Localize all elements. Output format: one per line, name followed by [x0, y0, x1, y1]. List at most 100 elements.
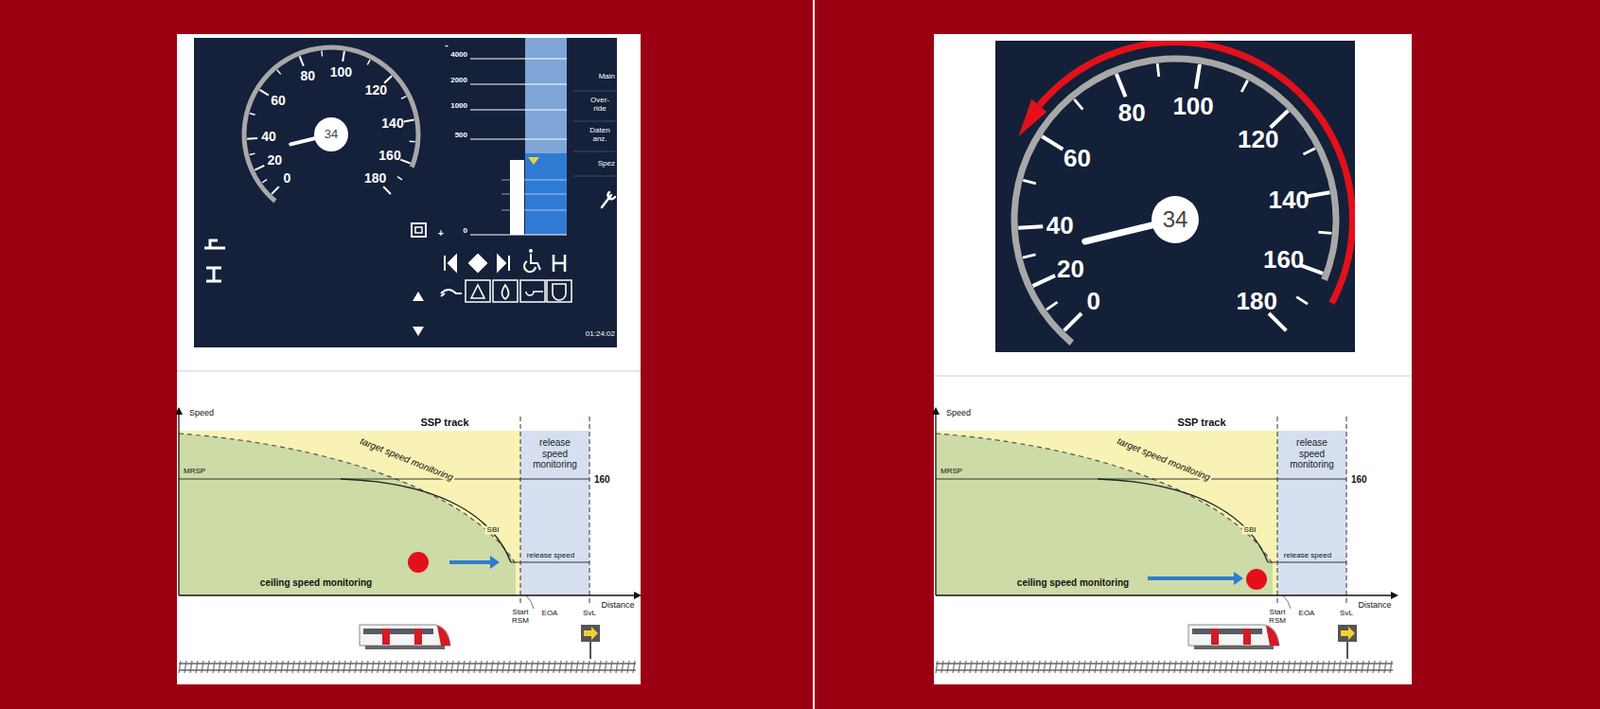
track-sleeper — [298, 660, 300, 673]
motion-arrow — [449, 560, 493, 564]
white-card — [176, 34, 641, 685]
track-sleeper — [457, 660, 459, 673]
train-door — [414, 628, 422, 645]
button-label: Daten anz. — [585, 126, 615, 144]
distance-line — [470, 57, 567, 59]
track-sleeper — [1020, 660, 1023, 673]
gauge-tick — [299, 55, 304, 66]
marker-label: SvL — [582, 609, 597, 618]
target-distance-bar — [509, 159, 525, 235]
track-sleeper — [1123, 660, 1126, 673]
gauge-tick — [1157, 63, 1160, 77]
track-sleeper — [593, 660, 596, 673]
track-sleeper — [496, 660, 499, 673]
speed-digital-circle: 34 — [314, 117, 349, 152]
track-sleeper — [462, 660, 465, 673]
gauge-photo — [995, 40, 1355, 352]
track-sleeper — [564, 660, 567, 673]
track-sleeper — [1140, 660, 1143, 673]
door-left-icon — [444, 255, 457, 271]
train-nose — [1265, 625, 1280, 646]
speed-digital-circle: 34 — [1151, 195, 1199, 244]
gauge-tick — [249, 113, 256, 116]
gauge-number: 180 — [364, 171, 387, 186]
track-sleeper — [992, 660, 995, 673]
gauge-tick — [1022, 179, 1037, 184]
train-windows — [1192, 628, 1263, 634]
screen-ground — [193, 37, 617, 348]
track-sleeper — [281, 660, 283, 673]
gauge-tick — [1033, 275, 1056, 286]
track-sleeper — [252, 660, 255, 673]
gauge-number: 80 — [299, 69, 316, 84]
distance-line — [470, 138, 567, 140]
track-sleeper — [337, 660, 340, 673]
planning-area — [525, 37, 567, 154]
track-sleeper — [485, 660, 488, 673]
gauge-tick — [1046, 301, 1057, 310]
track-sleeper — [547, 660, 550, 673]
marker-label: EOA — [1299, 609, 1316, 618]
track-sleeper — [1145, 660, 1148, 673]
door-both-icon — [469, 253, 487, 273]
track-sleeper — [1367, 660, 1370, 673]
gauge-tick — [260, 89, 269, 96]
track-sleeper — [1265, 660, 1267, 673]
marker-label: Start RSM — [507, 608, 534, 626]
track-sleeper — [1242, 660, 1245, 673]
speed-direction-arc — [1038, 41, 1353, 303]
train-door — [1243, 628, 1251, 645]
gauge-tick — [400, 159, 410, 164]
track-sleeper — [553, 660, 556, 673]
gauge-tick — [1241, 80, 1248, 92]
door-right-icon — [497, 255, 510, 271]
marker-line — [1346, 416, 1348, 604]
train-nose — [437, 625, 451, 646]
axis-label: Speed — [189, 408, 214, 419]
track-sleeper — [604, 660, 607, 673]
release-speed-band: release speed monitoring — [520, 430, 590, 596]
train-door — [382, 628, 390, 645]
distance-line — [470, 83, 567, 85]
signal-arrow — [583, 626, 598, 640]
track-sleeper — [207, 660, 210, 673]
track-sleeper — [986, 660, 989, 673]
gauge-number: 100 — [330, 65, 352, 80]
train-windows — [363, 628, 434, 634]
track-sleeper — [1355, 660, 1358, 673]
distance-scale: 4000 — [450, 51, 468, 60]
track-sleeper — [349, 660, 352, 673]
speed-distance-chart — [175, 406, 642, 673]
card-divider — [176, 370, 641, 372]
track-sleeper — [400, 660, 403, 673]
marker-label: EOA — [542, 609, 559, 618]
track-sleeper — [1327, 660, 1330, 673]
track-sleeper — [1168, 660, 1171, 673]
train-icon — [1188, 624, 1280, 650]
track-sleeper — [468, 660, 471, 673]
track-sleeper — [218, 660, 221, 673]
release-speed-band: release speed monitoring — [1277, 430, 1347, 596]
track-sleeper — [1389, 660, 1392, 673]
track-sleeper — [1117, 660, 1120, 673]
track-sleeper — [1049, 660, 1052, 673]
track-sleeper — [229, 660, 232, 673]
track-sleeper — [332, 660, 335, 673]
track-sleeper — [1299, 660, 1302, 673]
track-sleeper — [1321, 660, 1324, 673]
track-sleeper — [1094, 660, 1097, 673]
gauge-tick — [1018, 226, 1043, 228]
beam-icon — [206, 267, 222, 282]
track-sleeper — [598, 660, 601, 673]
gauge-number: 140 — [381, 116, 404, 131]
track-sleeper — [1310, 660, 1313, 673]
gauge-tick — [254, 165, 264, 171]
distance-line — [470, 233, 567, 235]
release-speed-zone — [520, 430, 590, 596]
track-sleeper — [1032, 660, 1035, 673]
track-sleeper — [303, 660, 306, 673]
gauge-number: 120 — [365, 83, 387, 98]
distance-axis — [935, 594, 1393, 596]
mode-icon — [411, 223, 426, 237]
release-speed-zone — [1277, 430, 1347, 596]
